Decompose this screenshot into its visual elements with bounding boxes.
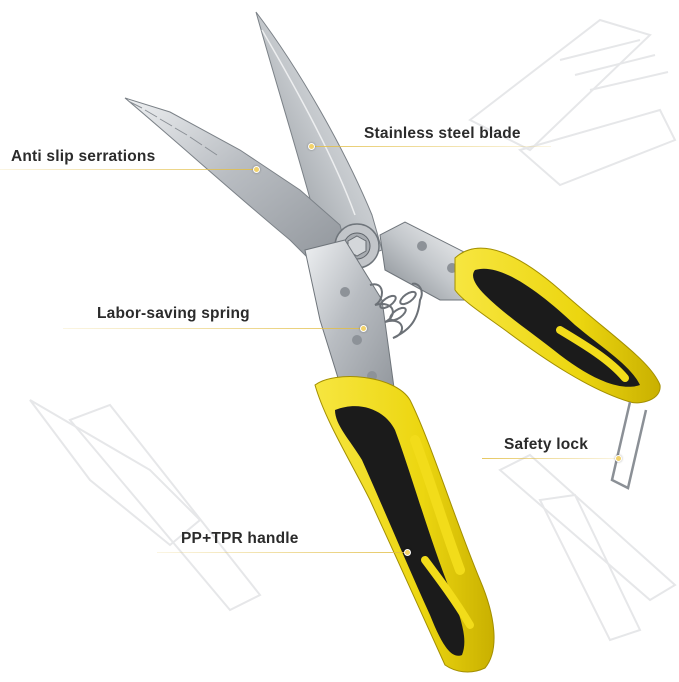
- leader-spring: [63, 328, 363, 329]
- callout-stainless-steel-blade: Stainless steel blade: [364, 125, 521, 142]
- safety-lock: [610, 401, 648, 490]
- callout-labor-saving-spring: Labor-saving spring: [97, 305, 250, 322]
- leader-anti-slip: [0, 169, 256, 170]
- callout-pp-tpr-handle: PP+TPR handle: [181, 530, 299, 547]
- upper-handle: [454, 247, 661, 404]
- serrated-blade: [124, 97, 351, 271]
- background-sketch: [29, 18, 677, 642]
- marker-anti-slip: [253, 166, 260, 173]
- callout-safety-lock: Safety lock: [504, 436, 589, 453]
- labor-saving-spring: [369, 282, 423, 339]
- marker-blade: [308, 143, 315, 150]
- marker-lock: [615, 455, 622, 462]
- leader-blade: [311, 146, 551, 147]
- pp-tpr-handle: [314, 376, 495, 673]
- leader-lock: [482, 458, 620, 459]
- callout-anti-slip-serrations: Anti slip serrations: [11, 148, 156, 165]
- leader-handle: [157, 552, 407, 553]
- marker-handle: [404, 549, 411, 556]
- marker-spring: [360, 325, 367, 332]
